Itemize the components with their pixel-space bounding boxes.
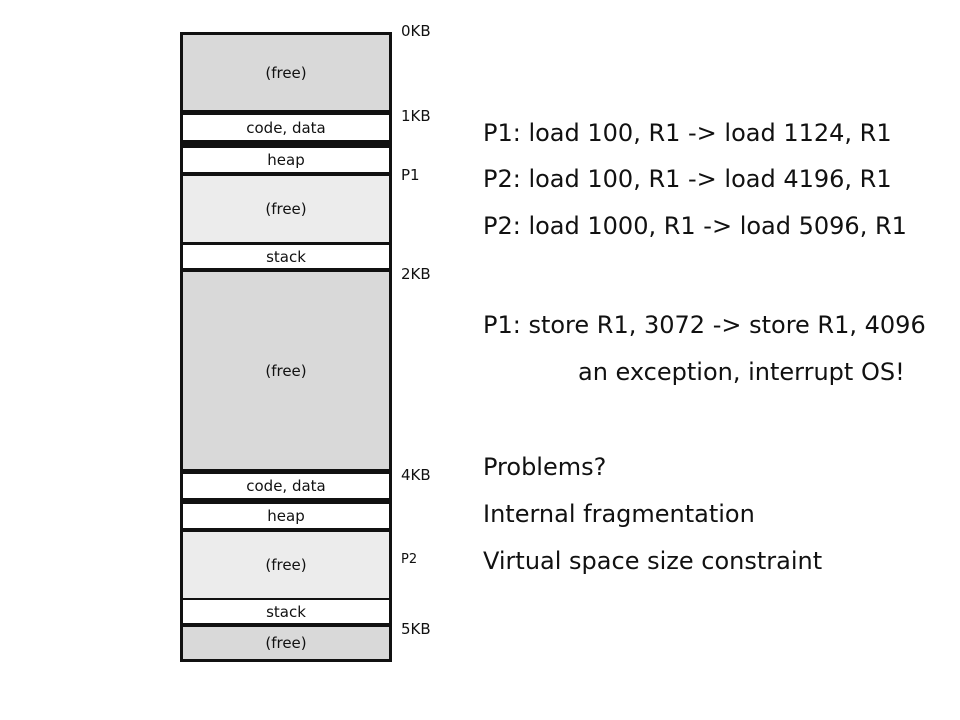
note-virtual-space-constraint: Virtual space size constraint xyxy=(483,547,823,575)
p2-stack-segment: stack xyxy=(183,600,389,623)
segment-label: (free) xyxy=(265,200,307,218)
physical-memory-column: (free) code, data heap (free) stack (fre… xyxy=(180,32,392,662)
p1-free-block: (free) xyxy=(183,176,389,242)
p1-code-data-segment: code, data xyxy=(183,115,389,140)
process-p1-label: P1 xyxy=(401,166,420,184)
address-4kb: 4KB xyxy=(401,466,431,484)
p2-free-block: (free) xyxy=(183,532,389,598)
segment-label: (free) xyxy=(265,361,307,380)
process-p2-label: P2 xyxy=(401,552,418,567)
note-p1-load: P1: load 100, R1 -> load 1124, R1 xyxy=(483,119,892,147)
p2-code-data-segment: code, data xyxy=(183,474,389,498)
segment-label: heap xyxy=(267,507,305,525)
note-p2-load-100: P2: load 100, R1 -> load 4196, R1 xyxy=(483,165,892,193)
note-p1-store: P1: store R1, 3072 -> store R1, 4096 xyxy=(483,311,926,339)
address-5kb: 5KB xyxy=(401,620,431,638)
free-block-middle: (free) xyxy=(183,272,389,469)
free-block-top: (free) xyxy=(183,35,389,110)
segment-label: stack xyxy=(266,247,306,266)
free-block-bottom: (free) xyxy=(183,627,389,659)
p2-heap-segment: heap xyxy=(183,504,389,528)
p1-stack-segment: stack xyxy=(183,245,389,268)
segment-label: stack xyxy=(266,602,306,621)
note-p2-load-1000: P2: load 1000, R1 -> load 5096, R1 xyxy=(483,212,907,240)
segment-label: (free) xyxy=(265,634,307,652)
note-problems-heading: Problems? xyxy=(483,453,607,481)
address-0kb: 0KB xyxy=(401,22,431,40)
segment-label: (free) xyxy=(265,556,307,574)
segment-label: (free) xyxy=(265,63,307,82)
note-internal-fragmentation: Internal fragmentation xyxy=(483,500,755,528)
p1-heap-segment: heap xyxy=(183,148,389,172)
address-1kb: 1KB xyxy=(401,107,431,125)
segment-label: code, data xyxy=(246,118,326,137)
note-exception: an exception, interrupt OS! xyxy=(578,358,905,386)
address-2kb: 2KB xyxy=(401,265,431,283)
segment-label: heap xyxy=(267,151,305,169)
segment-label: code, data xyxy=(246,477,326,495)
